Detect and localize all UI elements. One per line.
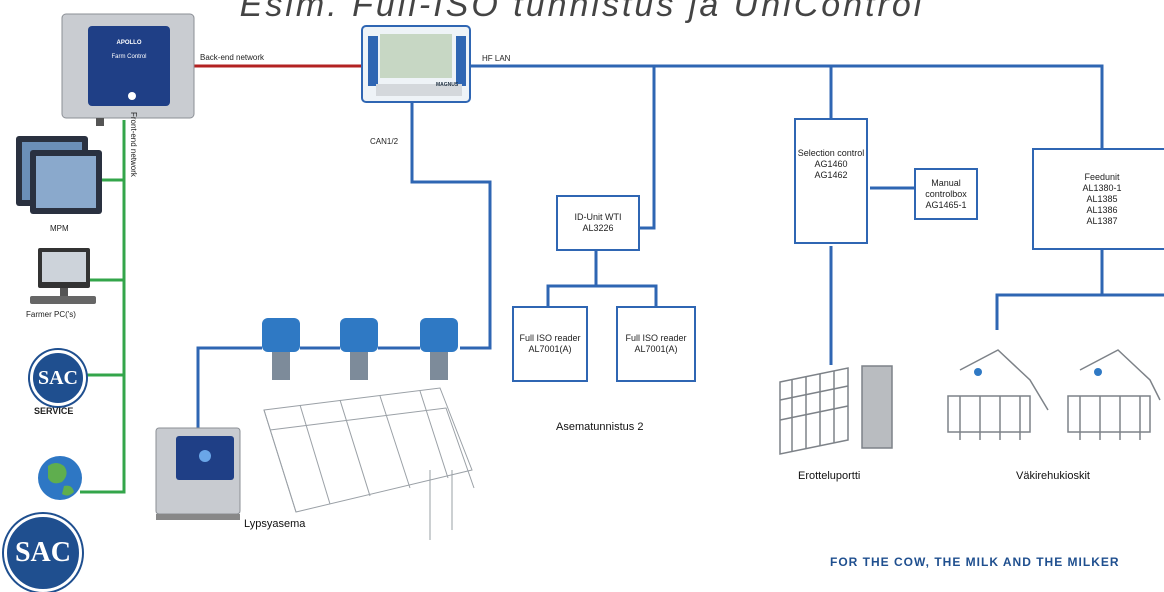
sac-brand-logo: SAC — [4, 514, 82, 592]
tagline: FOR THE COW, THE MILK AND THE MILKER — [830, 555, 1120, 569]
frontend-network-label: Front-end network — [129, 112, 138, 177]
can-bus-label: CAN1/2 — [370, 137, 399, 146]
id-sensor-3 — [420, 318, 458, 380]
feeders-caption: Väkirehukioskit — [1016, 470, 1090, 482]
feedunit-box: Feedunit AL1380-1 AL1385 AL1386 AL1387 — [1032, 148, 1164, 250]
id-sensor-2 — [340, 318, 378, 380]
network-wiring — [16, 13, 1164, 540]
station-id-caption: Asematunnistus 2 — [556, 421, 644, 433]
milking-station-caption: Lypsyasema — [244, 518, 306, 530]
farmer-pc-monitor — [30, 248, 96, 304]
selection-control-box: Selection control AG1460 AG1462 — [794, 118, 868, 244]
id-unit-box: ID-Unit WTI AL3226 — [556, 195, 640, 251]
mpm-panels — [16, 136, 102, 214]
sac-service-logo: SAC — [30, 350, 86, 406]
mpm-label: MPM — [50, 224, 69, 233]
full-iso-reader-2-box: Full ISO reader AL7001(A) — [616, 306, 696, 382]
selection-gate-caption: Erotteluportti — [798, 470, 861, 482]
controller-label: MAGNUS — [436, 82, 459, 88]
milking-station-cabinet — [155, 427, 241, 520]
internet-globe — [38, 456, 82, 500]
service-label: SERVICE — [34, 406, 74, 416]
feeder-1-drawing — [947, 349, 1049, 440]
milking-parlour-drawing — [263, 387, 475, 540]
full-iso-reader-1-box: Full ISO reader AL7001(A) — [512, 306, 588, 382]
hf-lan-label: HF LAN — [482, 54, 511, 63]
selection-gate-drawing — [779, 365, 893, 455]
manual-controlbox: Manual controlbox AG1465-1 — [914, 168, 978, 220]
farm-control-brand: APOLLO — [116, 40, 142, 46]
farm-control-cabinet — [61, 13, 195, 126]
diagram-title: Esim. Full-ISO tunnistus ja UniControl — [239, 0, 925, 24]
feeder-2-drawing — [1067, 349, 1161, 440]
farm-control-name: Farm Control — [111, 54, 147, 60]
magnus-controller-unit — [361, 25, 471, 103]
backend-network-label: Back-end network — [200, 53, 265, 62]
id-sensor-1 — [262, 318, 300, 380]
farmer-pc-label: Farmer PC('s) — [26, 310, 76, 319]
